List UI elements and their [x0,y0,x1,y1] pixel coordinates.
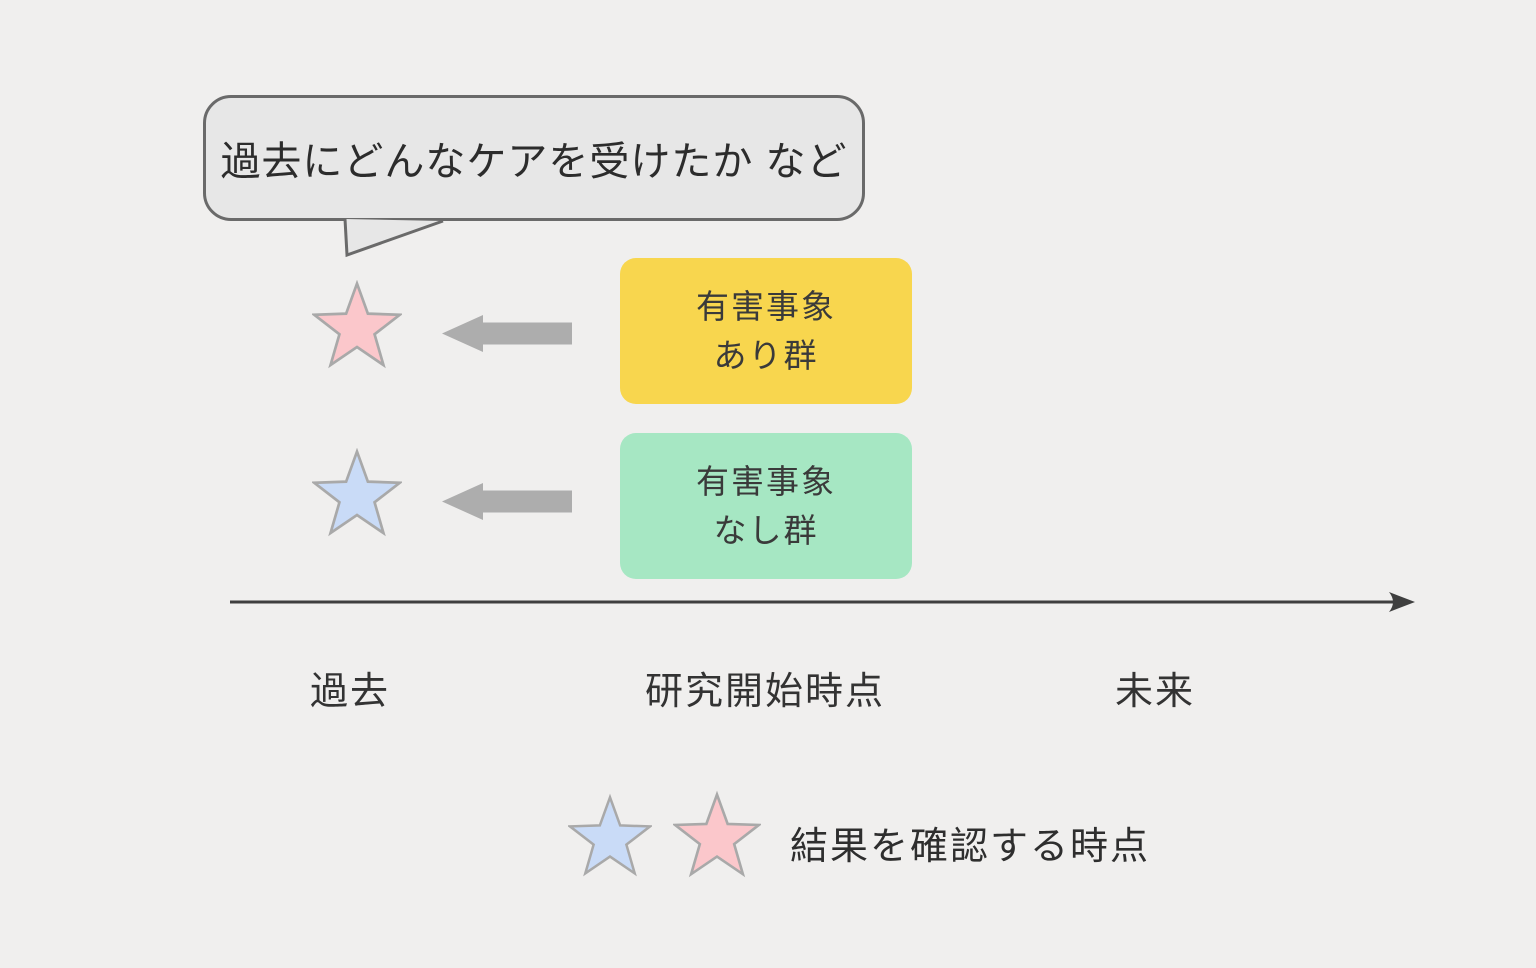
arrow-left-shape [442,483,572,520]
legend-star-icon-pink [673,790,761,878]
group-box-adverse-yes: 有害事象 あり群 [620,258,912,404]
arrow-left-icon [442,483,572,520]
arrow-left-icon [442,315,572,352]
arrow-left-shape [442,315,572,352]
group-yes-label-line1: 有害事象 [696,287,836,325]
timeline-label-future: 未来 [1114,671,1195,713]
legend-star-shape-pink [673,790,761,878]
timeline-arrowhead [1389,592,1415,612]
star-shape-pink [312,280,402,369]
timeline-label-past: 過去 [309,671,390,713]
group-yes-label-line2: あり群 [713,337,819,374]
group-no-label-line2: なし群 [713,512,819,549]
legend-star-shape-blue [568,793,652,877]
star-icon-pink [312,280,402,369]
timeline-label-study-start: 研究開始時点 [644,671,885,713]
star-icon-blue [312,448,402,537]
group-no-label-line1: 有害事象 [696,462,836,500]
star-shape-blue [312,448,402,537]
group-box-adverse-no: 有害事象 なし群 [620,433,912,579]
speech-bubble-tail [343,219,444,258]
timeline-arrow-right-icon [230,592,1415,612]
legend-text: 結果を確認する時点 [790,826,1151,868]
speech-bubble-tail-shape [343,219,444,258]
legend-star-icon-blue [568,793,652,877]
speech-bubble-text: 過去にどんなケアを受けたか など [220,140,848,184]
speech-bubble: 過去にどんなケアを受けたか など [203,95,865,221]
